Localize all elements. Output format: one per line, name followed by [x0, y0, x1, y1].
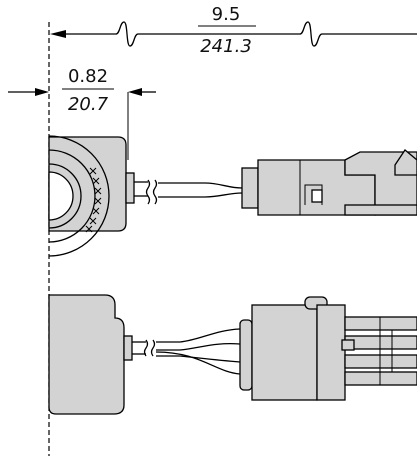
coil-cross-hatching [85, 167, 102, 233]
overall-length-dimension: 9.5 241.3 [50, 4, 417, 57]
coil-outer [48, 135, 110, 257]
overall-length-imperial: 9.5 [212, 4, 241, 25]
connector-top-view [241, 149, 417, 216]
overall-length-metric: 241.3 [200, 36, 252, 57]
arrowhead-head-right [128, 88, 142, 96]
head-length-imperial: 0.82 [68, 66, 108, 87]
arrowhead-head-left [35, 88, 49, 96]
coil-winding [48, 149, 96, 243]
core-hole [48, 171, 74, 221]
coil-inner [48, 163, 82, 229]
cable-top-view [134, 179, 243, 205]
head-length-dimension: 0.82 20.7 [8, 66, 156, 160]
cable-side-view [132, 328, 241, 375]
sensor-head-top-view [48, 135, 135, 257]
sensor-head-side-view [48, 294, 133, 415]
arrowhead-left [50, 30, 66, 38]
connector-side-view [239, 296, 417, 401]
head-length-metric: 20.7 [68, 94, 109, 115]
